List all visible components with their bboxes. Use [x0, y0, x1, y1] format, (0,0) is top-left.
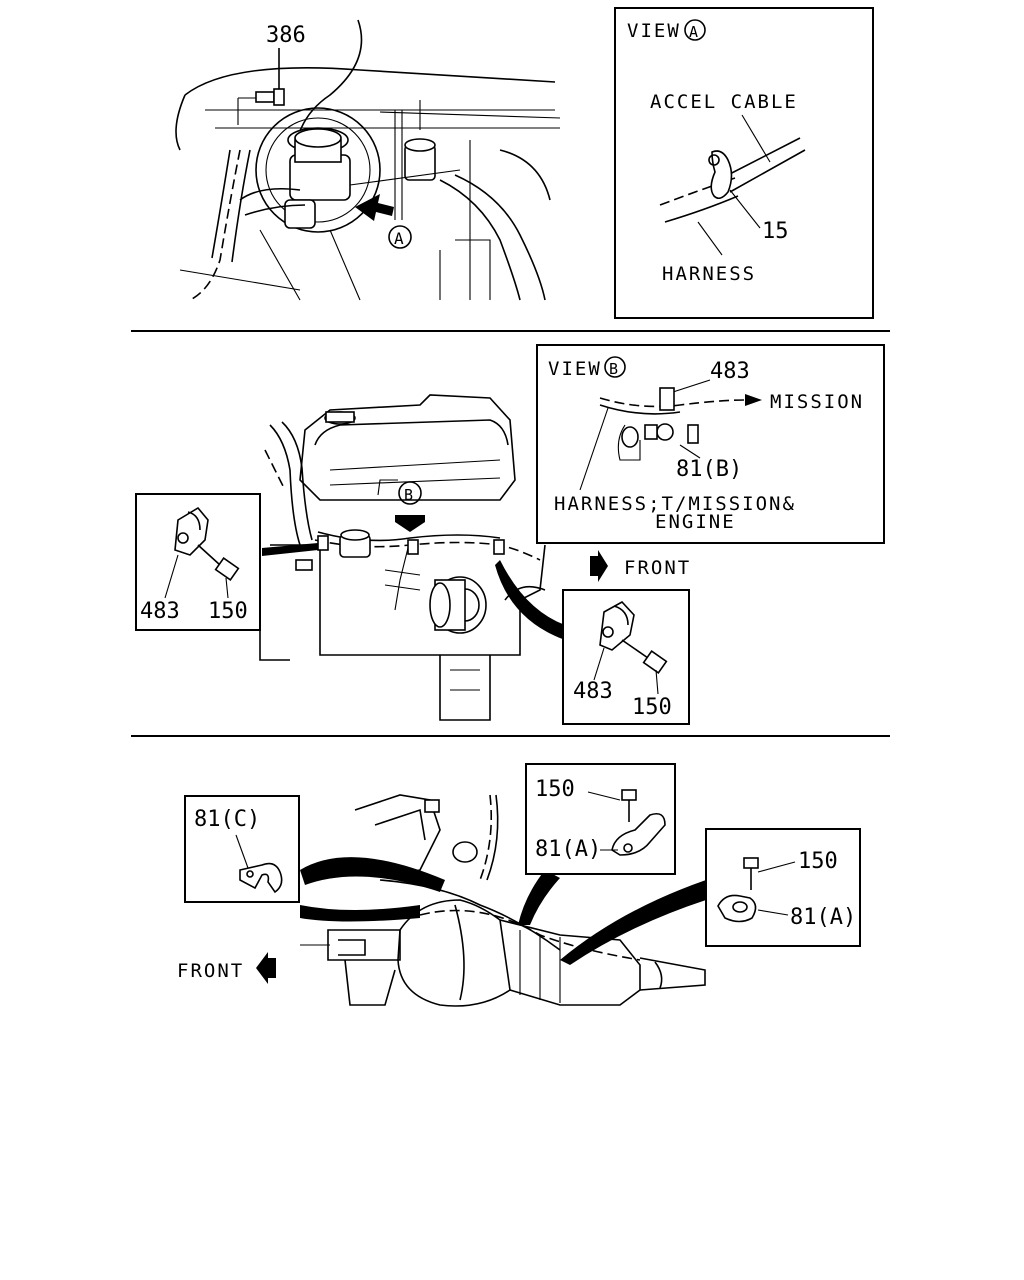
front-label-middle: FRONT — [624, 557, 691, 579]
view-a-letter: A — [394, 229, 404, 248]
detail-left-483-150: 483 150 — [135, 493, 261, 631]
bolt-150-icon-bottom-right — [743, 857, 759, 890]
engine-bay-illustration — [175, 19, 561, 301]
view-b-harness-line1: HARNESS;T/MISSION& — [554, 493, 796, 515]
detail-81c: 81(C) — [184, 795, 300, 903]
engine-illustration — [259, 394, 565, 721]
view-a-marker — [388, 225, 412, 249]
right-detail-483: 483 — [573, 679, 613, 704]
right-bottom-150: 150 — [798, 849, 838, 874]
view-b-harness-line2: ENGINE — [655, 511, 736, 533]
right-detail-150: 150 — [632, 695, 672, 720]
mission-label: MISSION — [770, 391, 864, 413]
right-bottom-81a: 81(A) — [790, 905, 856, 930]
left-detail-150: 150 — [208, 599, 248, 624]
view-a-title-letter: A — [689, 23, 698, 41]
front-arrow-left-icon — [256, 952, 276, 984]
view-b-marker — [398, 481, 422, 505]
clip-15-label: 15 — [762, 219, 789, 244]
front-label-bottom: FRONT — [177, 960, 244, 982]
view-a-inset: VIEW A ACCEL CABLE 15 HARNESS — [614, 7, 874, 319]
bolt-150-icon-right — [621, 639, 668, 675]
view-b-letter: B — [404, 486, 413, 504]
bolt-386-icon — [255, 48, 285, 106]
detail-center-150-81a: 150 81(A) — [525, 763, 676, 875]
view-b-clamp-483: 483 — [710, 359, 750, 384]
center-detail-81a: 81(A) — [535, 837, 601, 862]
transmission-illustration — [300, 794, 706, 1007]
view-b-clip-81b: 81(B) — [676, 457, 742, 482]
harness-label: HARNESS — [662, 263, 756, 285]
detail-right-150-81a: 150 81(A) — [705, 828, 861, 947]
view-b-inset: VIEW B 483 MISSION 81(B) HARNESS;T/MISSI… — [536, 344, 885, 544]
view-b-title-letter: B — [609, 360, 618, 378]
front-arrow-right-icon — [590, 550, 608, 582]
bolt-150-icon-left — [197, 544, 240, 582]
view-b-title: VIEW — [548, 358, 602, 380]
label-386: 386 — [266, 23, 306, 48]
left-detail-483: 483 — [140, 599, 180, 624]
accel-cable-label: ACCEL CABLE — [650, 91, 798, 113]
detail-right-483-150: 483 150 — [562, 589, 690, 725]
center-detail-150: 150 — [535, 777, 575, 802]
detail-81c-label: 81(C) — [194, 807, 260, 832]
bolt-150-icon-center — [621, 789, 637, 822]
view-a-title: VIEW — [627, 20, 681, 42]
